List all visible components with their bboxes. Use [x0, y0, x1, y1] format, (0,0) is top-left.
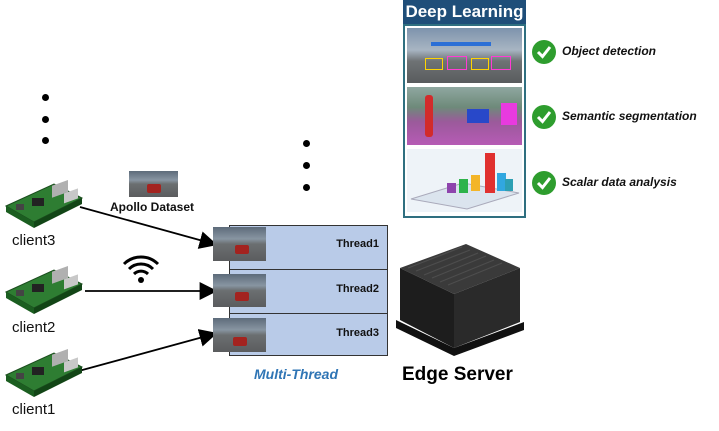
thread-label: Thread3	[336, 327, 379, 339]
ellipsis-dot	[303, 140, 310, 147]
arrow-client3	[79, 206, 218, 249]
ellipsis-dot	[303, 162, 310, 169]
ellipsis-dot	[42, 137, 49, 144]
wifi-icon	[122, 255, 160, 283]
client-label: client1	[12, 401, 56, 418]
client-label: client3	[12, 232, 56, 249]
ellipsis-dot	[303, 184, 310, 191]
frame-thumbnail	[213, 227, 266, 261]
object-detection-image	[407, 28, 522, 83]
frame-thumbnail	[213, 318, 266, 352]
deep-learning-panel	[403, 24, 526, 218]
thread-row: Thread1	[230, 226, 387, 270]
dataset-label: Apollo Dataset	[110, 200, 195, 214]
segmentation-image	[407, 87, 522, 145]
ellipsis-dot	[42, 116, 49, 123]
thread-label: Thread2	[336, 283, 379, 295]
task-label: Semantic segmentation	[562, 109, 697, 123]
edge-server-label: Edge Server	[402, 364, 513, 385]
frame-thumbnail	[213, 274, 266, 307]
check-icon	[532, 171, 556, 195]
deep-learning-title: Deep Learning	[403, 0, 526, 24]
raspberry-pi-icon	[2, 262, 84, 316]
check-icon	[532, 40, 556, 64]
raspberry-pi-icon	[2, 176, 84, 230]
raspberry-pi-icon	[2, 345, 84, 399]
multi-thread-label: Multi-Thread	[254, 366, 338, 382]
scalar-analysis-image	[407, 149, 522, 212]
arrow-client1	[74, 329, 218, 373]
thread-row: Thread2	[230, 270, 387, 314]
client-label: client2	[12, 319, 56, 336]
task-label: Object detection	[562, 44, 657, 58]
thread-row: Thread3	[230, 314, 387, 357]
ellipsis-dot	[42, 94, 49, 101]
task-label: Scalar data analysis	[562, 175, 677, 189]
edge-server-icon	[396, 238, 524, 356]
dataset-thumbnail	[129, 171, 178, 197]
check-icon	[532, 105, 556, 129]
thread-label: Thread1	[336, 238, 379, 250]
